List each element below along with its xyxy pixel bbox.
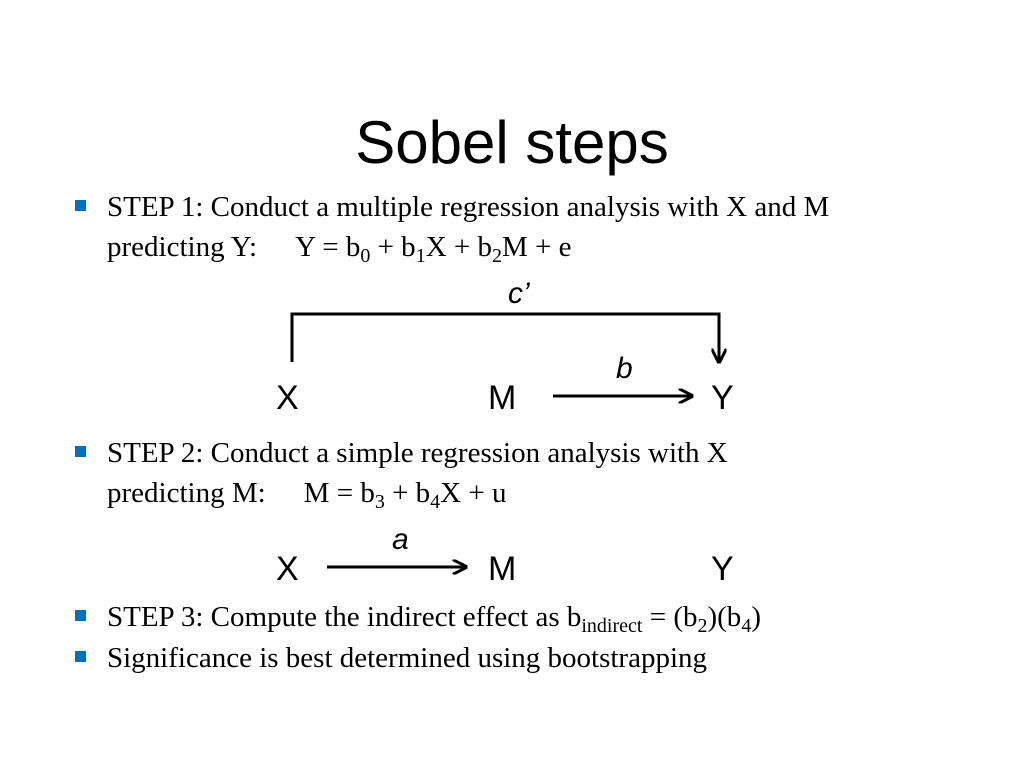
c-prime-label: c’ <box>508 277 530 310</box>
step1-line2-prefix: predicting Y: <box>107 231 258 263</box>
significance-text: Significance is best determined using bo… <box>107 642 708 674</box>
diagram2-m-label: M <box>488 550 517 588</box>
step2-line2: predicting M: M = b3 + b4X + u <box>107 473 728 513</box>
step2-line1: STEP 2: Conduct a simple regression anal… <box>107 437 728 469</box>
bullet-square-icon <box>75 200 86 211</box>
a-label: a <box>392 523 409 556</box>
bullet-square-icon <box>75 651 86 662</box>
step1-line1: STEP 1: Conduct a multiple regression an… <box>107 191 830 223</box>
c-prime-path-arrow <box>290 312 719 362</box>
bullet-square-icon <box>75 610 86 621</box>
diagram1-x-label: X <box>276 379 299 417</box>
diagram2-y-label: Y <box>711 550 734 588</box>
step3-text: STEP 3: Compute the indirect effect as b… <box>107 601 761 637</box>
step2-text: STEP 2: Conduct a simple regression anal… <box>107 433 728 513</box>
diagram1-m-label: M <box>488 379 517 417</box>
b-label: b <box>616 352 633 385</box>
diagram1-y-label: Y <box>711 379 734 417</box>
step2-equation: M = b3 + b4X + u <box>303 477 507 513</box>
bullet-square-icon <box>75 446 86 457</box>
slide-title: Sobel steps <box>355 109 669 176</box>
step1-equation: Y = b0 + b1X + b2M + e <box>295 231 572 267</box>
step1-line2: predicting Y: Y = b0 + b1X + b2M + e <box>107 227 829 267</box>
step1-text: STEP 1: Conduct a multiple regression an… <box>107 187 829 267</box>
step2-line2-prefix: predicting M: <box>107 477 266 509</box>
diagram2-x-label: X <box>276 550 299 588</box>
